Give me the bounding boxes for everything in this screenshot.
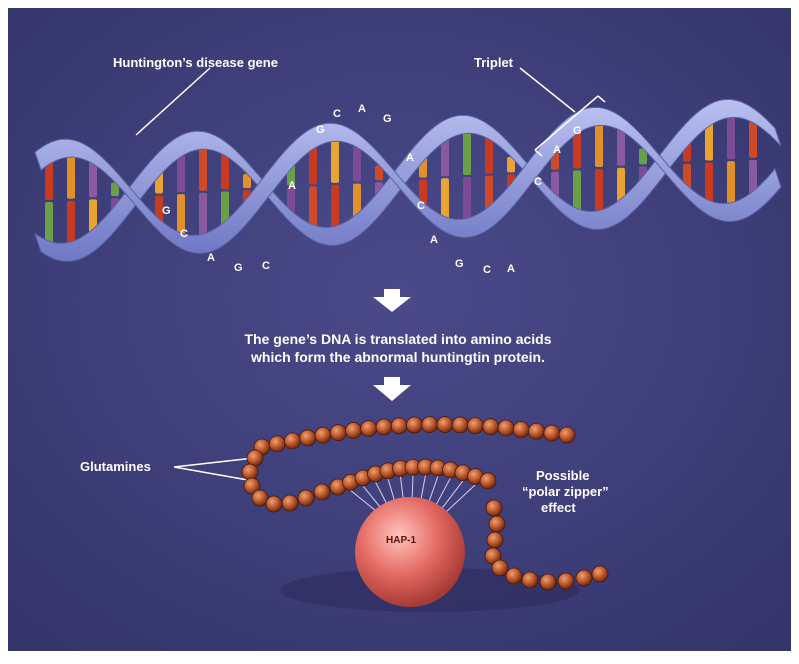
amino-acid-bead: [376, 419, 392, 435]
amino-acid-bead: [498, 420, 514, 436]
amino-acid-bead: [247, 450, 263, 466]
base-letter: C: [483, 264, 491, 276]
amino-acid-bead: [592, 566, 608, 582]
base-letter: A: [288, 180, 296, 192]
caption-line-2: which form the abnormal huntingtin prote…: [218, 348, 578, 366]
base-pair-rung: [67, 152, 75, 199]
hap1-label: HAP-1: [386, 533, 416, 549]
base-letter: C: [417, 200, 425, 212]
amino-acid-bead: [269, 436, 285, 452]
hap1-sphere: [355, 497, 465, 607]
base-letter: A: [358, 103, 366, 115]
base-letter: C: [333, 108, 341, 120]
amino-acid-bead: [285, 433, 301, 449]
glutamines-label: Glutamines: [80, 459, 151, 475]
base-letter: A: [406, 152, 414, 164]
amino-acid-bead: [252, 490, 268, 506]
amino-acid-bead: [468, 418, 484, 434]
amino-acid-bead: [540, 574, 556, 590]
base-letter: G: [573, 125, 582, 137]
base-pair-rung: [749, 120, 757, 158]
amino-acid-bead: [298, 490, 314, 506]
amino-acid-bead: [437, 417, 453, 433]
amino-acid-bead: [314, 484, 330, 500]
base-letter: G: [162, 205, 171, 217]
amino-acid-bead: [407, 417, 423, 433]
base-pair-rung: [485, 137, 493, 174]
amino-acid-bead: [346, 422, 362, 438]
amino-acid-bead: [487, 532, 503, 548]
amino-acid-bead: [300, 430, 316, 446]
gene-label: Huntington’s disease gene: [113, 55, 278, 71]
base-pair-rung: [727, 112, 735, 160]
polar-zipper-line-1: Possible: [536, 468, 589, 484]
amino-acid-bead: [282, 495, 298, 511]
amino-acid-bead: [513, 422, 529, 438]
amino-acid-bead: [489, 516, 505, 532]
base-letter: G: [383, 113, 392, 125]
base-letter: A: [507, 263, 515, 275]
amino-acid-bead: [522, 572, 538, 588]
triplet-label: Triplet: [474, 55, 513, 71]
caption-line-1: The gene’s DNA is translated into amino …: [218, 330, 578, 348]
amino-acid-bead: [544, 425, 560, 441]
amino-acid-bead: [558, 573, 574, 589]
base-letter: C: [262, 260, 270, 272]
amino-acid-bead: [422, 417, 438, 433]
base-pair-rung: [331, 136, 339, 183]
amino-acid-bead: [486, 500, 502, 516]
base-letter: G: [455, 258, 464, 270]
amino-acid-bead: [506, 568, 522, 584]
base-pair-rung: [199, 144, 207, 191]
base-pair-rung: [595, 120, 603, 168]
polar-zipper-line-2: “polar zipper”: [522, 484, 609, 500]
base-letter: G: [316, 124, 325, 136]
amino-acid-bead: [330, 425, 346, 441]
amino-acid-bead: [361, 421, 377, 437]
amino-acid-bead: [391, 418, 407, 434]
base-letter: A: [553, 144, 561, 156]
base-pair-rung: [463, 128, 471, 175]
base-letter: A: [207, 252, 215, 264]
base-letter: G: [234, 262, 243, 274]
amino-acid-bead: [576, 570, 592, 586]
base-letter: C: [534, 176, 542, 188]
amino-acid-bead: [242, 464, 258, 480]
base-pair-rung: [353, 145, 361, 181]
amino-acid-bead: [480, 473, 496, 489]
base-pair-rung: [89, 162, 97, 198]
amino-acid-bead: [529, 423, 545, 439]
polar-zipper-line-3: effect: [541, 500, 576, 516]
amino-acid-bead: [266, 496, 282, 512]
base-letter: C: [180, 228, 188, 240]
amino-acid-bead: [483, 419, 499, 435]
base-pair-rung: [221, 153, 229, 189]
amino-acid-bead: [452, 417, 468, 433]
base-pair-rung: [617, 129, 625, 166]
base-letter: A: [430, 234, 438, 246]
amino-acid-bead: [559, 427, 575, 443]
amino-acid-bead: [315, 427, 331, 443]
amino-acid-bead: [492, 560, 508, 576]
